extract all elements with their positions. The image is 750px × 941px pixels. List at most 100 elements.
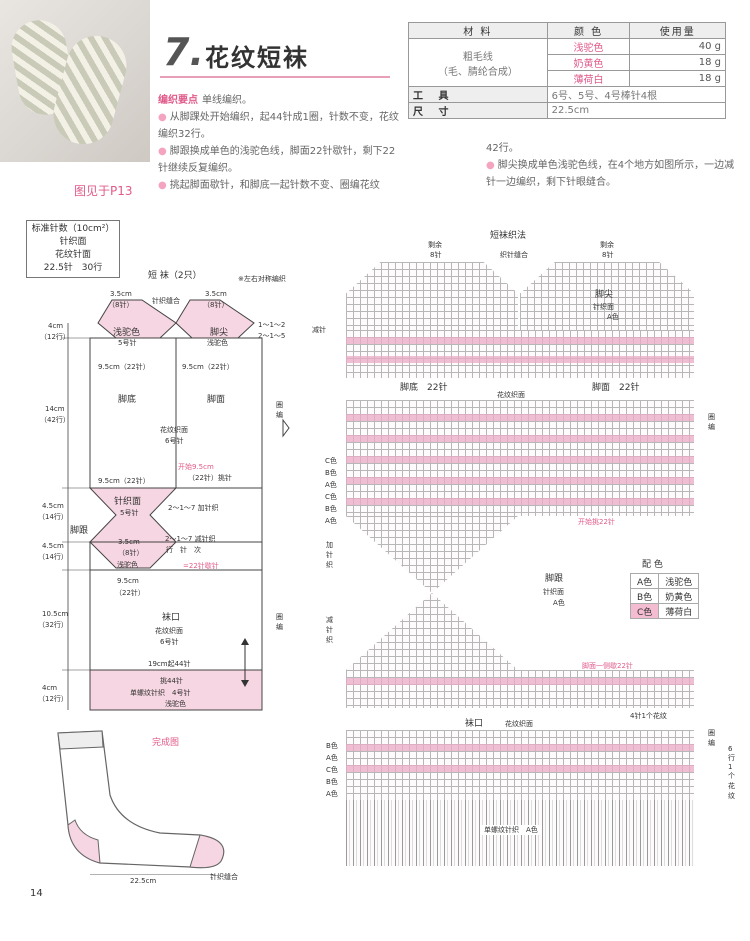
pink-band <box>346 477 694 484</box>
toe-right-color: 浅驼色 <box>207 339 228 347</box>
heel-h1: 4.5cm <box>42 502 64 510</box>
toe-right-stitches: （8针） <box>203 301 229 309</box>
chart-pattern: 花纹织面 <box>497 391 525 399</box>
bullet-icon: ● <box>158 146 167 157</box>
knitting-notes: 编织要点单线编织。 ●从脚踝处开始编织，起44针成1圈，针数不变，花纹编织32行… <box>158 92 403 194</box>
pink-band <box>346 356 694 363</box>
pink-band <box>346 744 694 751</box>
remain-left-2: 8针 <box>430 251 442 259</box>
legend-val-b: 奶黄色 <box>658 588 700 604</box>
photo-reference: 图见于P13 <box>74 184 133 198</box>
hold-stitches: =22针歇针 <box>183 562 219 570</box>
heel-chart-label: 脚跟 <box>545 574 564 584</box>
heel-r1: （14行） <box>38 513 68 521</box>
note-item-4: 脚尖换成单色浅驼色线，在4个地方如图所示，一边减针一边编织，剩下针眼缝合。 <box>486 160 735 188</box>
schematic-note: ※左右对称编织 <box>238 275 286 283</box>
pink-band <box>346 765 694 772</box>
pink-band <box>346 456 694 463</box>
pink-band <box>346 414 694 421</box>
tools-value: 6号、5号、4号棒针4根 <box>546 86 727 103</box>
pick-44: 挑44针 <box>160 677 183 685</box>
heel-width: 9.5cm（22针） <box>98 477 150 485</box>
cuff-chart-round: 圈编 <box>708 729 715 747</box>
yarn-content: （毛、腈纶合成） <box>437 66 518 78</box>
sole-width: 9.5cm（22针） <box>98 363 150 371</box>
legend-val-a: 浅驼色 <box>658 573 700 589</box>
page-number: 14 <box>30 888 43 899</box>
gauge-title: 标准针数（10cm²） <box>31 224 115 234</box>
cuff-chart-label: 袜口 <box>465 719 484 729</box>
sock-schematic <box>62 299 290 711</box>
instep-label: 脚面 <box>207 395 226 405</box>
dec-label: 减针 <box>312 326 326 334</box>
sole-label: 脚底 <box>118 395 137 405</box>
note-item-2: 脚跟换成单色的浅驼色线，脚面22针歇针，剩下22针继续反复编织。 <box>158 146 396 174</box>
toe-grid-left <box>346 262 518 332</box>
rib-color: 浅驼色 <box>165 700 186 708</box>
heel-face: 针织面 <box>114 497 142 507</box>
remain-left: 剩余 <box>428 241 442 249</box>
toe-chart-face: 针织面 <box>593 303 614 311</box>
toe-left-stitches: （8针） <box>108 301 134 309</box>
tools-label: 工 具 <box>408 86 548 103</box>
knitting-notes-continued: 42行。 ●脚尖换成单色浅驼色线，在4个地方如图所示，一边减针一边编织，剩下针眼… <box>486 140 741 191</box>
dec-side: 减针织 <box>326 616 333 644</box>
heel-chart-color: A色 <box>553 599 565 607</box>
yarn-name: 粗毛线 <box>462 51 493 63</box>
heel-inc: 2～1～7 加针织 <box>168 504 219 512</box>
cuff-label: 袜口 <box>162 613 181 623</box>
heel-color: 浅驼色 <box>117 561 138 569</box>
cuff-top-w: 9.5cm <box>117 577 139 585</box>
start-pick: 开始9.5cm <box>178 463 214 471</box>
chart-round: 圈编 <box>708 413 715 431</box>
rib-label: 单螺纹针织 4号针 <box>130 689 191 697</box>
chart-graft: 织针缝合 <box>500 251 528 259</box>
qty-1: 40 g <box>629 38 726 55</box>
yarn-cell: 粗毛线 （毛、腈纶合成） <box>408 38 548 87</box>
heel-label: 脚跟 <box>70 526 89 536</box>
legend-title: 配 色 <box>642 560 663 570</box>
color-1: 浅驼色 <box>546 38 631 55</box>
qty-3: 18 g <box>629 70 726 87</box>
materials-table: 材 料 颜 色 使用量 粗毛线 （毛、腈纶合成） 浅驼色 40 g 奶黄色 18… <box>408 22 727 119</box>
inc-side: 加针织 <box>326 541 333 569</box>
title-underline <box>160 76 390 78</box>
legend-key-b: B色 <box>629 588 660 604</box>
size-label: 尺 寸 <box>408 102 548 119</box>
graft-label: 针织缝合 <box>152 297 180 305</box>
heel-dec-2: 行 针 次 <box>166 546 201 554</box>
cuff-needle: 6号针 <box>160 638 179 646</box>
instep-width: 9.5cm（22针） <box>182 363 234 371</box>
heel-chart-face: 针织面 <box>543 588 564 596</box>
gauge-line-4: 22.5针 30行 <box>43 263 103 273</box>
cuff-color-labels: B色 A色 C色 B色 A色 <box>326 742 338 798</box>
toe-left-needle: 5号针 <box>118 339 137 347</box>
color-header: 颜 色 <box>546 22 631 39</box>
gauge-box: 标准针数（10cm²） 针织面 花纹针面 22.5针 30行 <box>26 220 120 278</box>
notes-heading: 编织要点 <box>158 95 198 106</box>
cuff-height: 10.5cm <box>42 610 69 618</box>
foot-length: 22.5cm <box>130 877 157 885</box>
note-item-1: 从脚踝处开始编织，起44针成1圈，针数不变，花纹编织32行。 <box>158 112 399 140</box>
instep-22: 脚面 22针 <box>592 383 640 393</box>
pink-band <box>346 435 694 442</box>
heel-r2: （14行） <box>38 553 68 561</box>
color-3: 薄荷白 <box>546 70 631 87</box>
size-value: 22.5cm <box>546 102 727 119</box>
toe-chart-label: 脚尖 <box>595 290 614 300</box>
toe-grid-right <box>520 262 694 332</box>
heel-h2: 4.5cm <box>42 542 64 550</box>
materials-header: 材 料 <box>408 22 548 39</box>
remain-right: 剩余 <box>600 241 614 249</box>
foot-rows: （42行） <box>40 416 70 424</box>
rib-band <box>89 669 263 711</box>
heel-narrow-w: 3.5cm <box>118 538 140 546</box>
start-pick-2: （22针）挑针 <box>188 474 232 482</box>
cuff-top-grid <box>346 670 694 708</box>
amount-header: 使用量 <box>629 22 726 39</box>
heel-narrow-s: （8针） <box>118 549 144 557</box>
cuff-round: 圈编 <box>276 613 283 631</box>
schematic-title: 短 袜（2只） <box>148 271 202 281</box>
remain-right-2: 8针 <box>602 251 614 259</box>
pink-band <box>346 678 694 685</box>
